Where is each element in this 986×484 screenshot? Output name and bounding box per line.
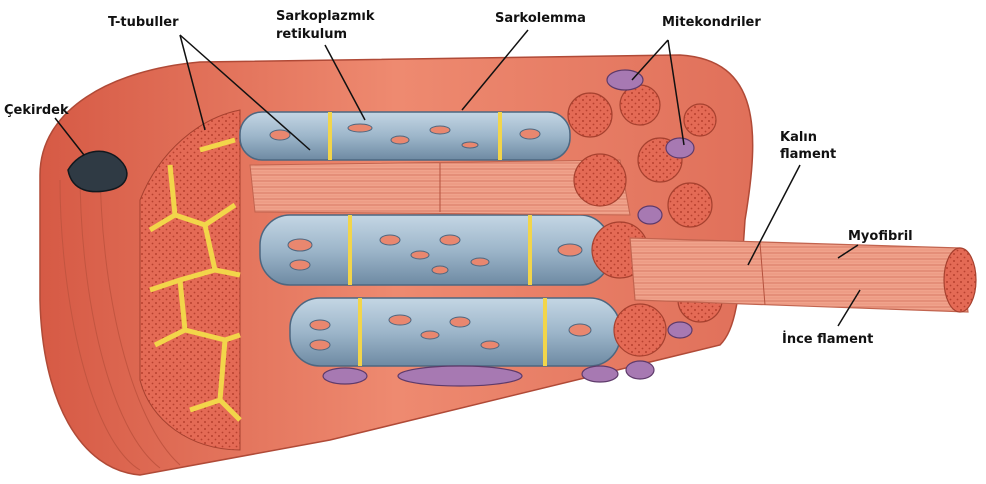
label-t-tubuller: T-tubuller	[108, 15, 179, 30]
label-sarkoplazmik-line1: Sarkoplazmık	[276, 9, 375, 24]
label-kalin-line2: flament	[780, 147, 836, 162]
label-cekirdek: Çekirdek	[4, 103, 69, 118]
sarcoplasmic-reticulum	[240, 112, 620, 366]
label-sarkoplazmik-line2: retikulum	[276, 27, 347, 42]
label-myofibril: Myofibril	[848, 229, 913, 244]
label-ince-flament: İnce flament	[782, 331, 873, 347]
label-mitekondriler: Mitekondriler	[662, 15, 761, 30]
single-myofibril	[630, 238, 976, 312]
label-kalin-line1: Kalın	[780, 130, 817, 145]
myofibril-bundle	[250, 160, 630, 215]
label-sarkolemma: Sarkolemma	[495, 11, 586, 26]
